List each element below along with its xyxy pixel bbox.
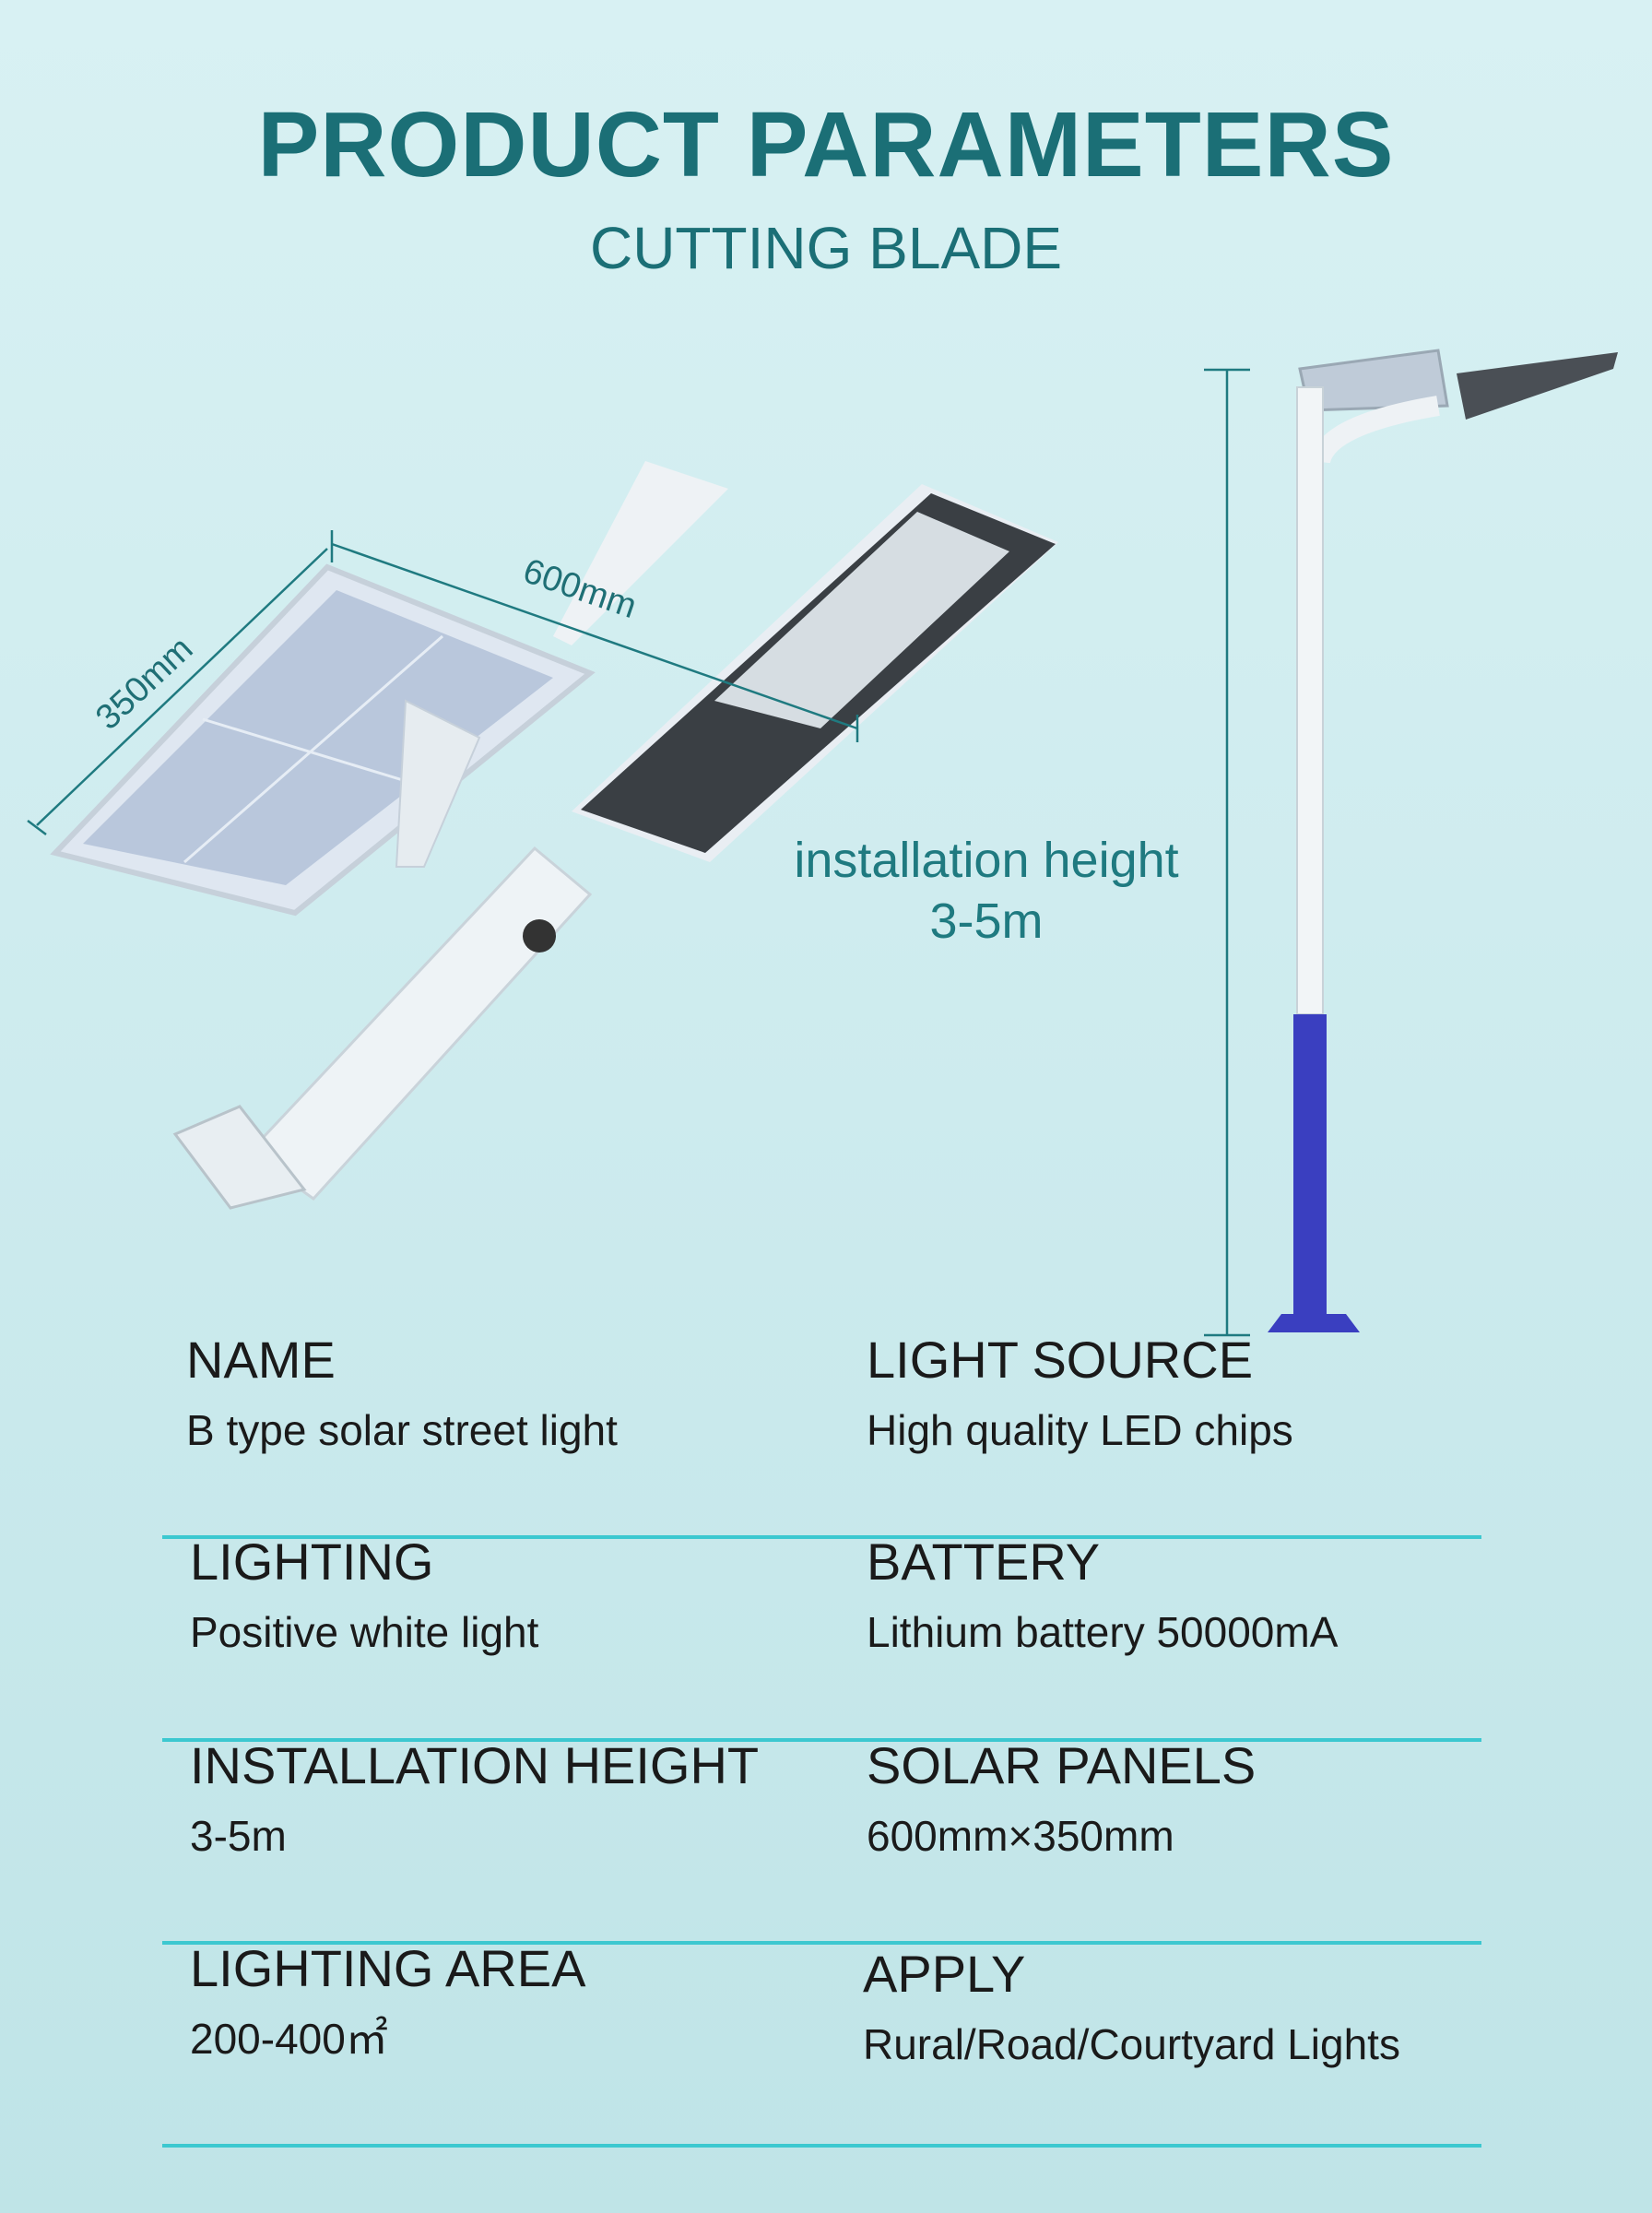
param-value: Lithium battery 50000mA [867,1608,1339,1656]
param-value: Positive white light [190,1608,539,1656]
mounting-arm [172,846,593,1210]
param-label: LIGHT SOURCE [867,1331,1254,1389]
street-light-pole [1268,349,1618,1332]
param-label: LIGHTING [190,1533,434,1591]
installation-height-annotation: installation height 3-5m [719,830,1254,952]
param-label: INSTALLATION HEIGHT [190,1736,760,1794]
param-value: Rural/Road/Courtyard Lights [863,2020,1400,2068]
installation-height-label: installation height [794,833,1179,888]
solar-panel [50,563,596,917]
param-row: NAME B type solar street light LIGHT SOUR… [162,1332,1481,1539]
param-value: High quality LED chips [867,1406,1293,1454]
installation-height-value: 3-5m [929,893,1044,949]
param-row: LIGHTING Positive white light BATTERY Lith… [162,1533,1481,1742]
param-value: 3-5m [190,1812,287,1860]
param-value: 600mm×350mm [867,1812,1174,1860]
page-title: PRODUCT PARAMETERS [257,93,1395,196]
param-label: SOLAR PANELS [867,1736,1257,1794]
param-row: INSTALLATION HEIGHT 3-5m SOLAR PANELS 600m… [162,1738,1481,1945]
param-label: BATTERY [867,1533,1101,1591]
param-label: NAME [186,1331,336,1389]
param-row: LIGHTING AREA 200-400㎡ APPLY Rural/Road/Co… [162,1941,1481,2148]
lamp-head [553,461,1058,862]
param-value: 200-400㎡ [190,2015,388,2063]
product-illustration: 600mm 350mm [27,349,1618,1337]
param-label: APPLY [863,1945,1026,2003]
page-subtitle: CUTTING BLADE [589,215,1063,281]
dimension-lines [27,368,1250,1337]
param-label: LIGHTING AREA [190,1939,586,1997]
param-value: B type solar street light [186,1406,618,1454]
